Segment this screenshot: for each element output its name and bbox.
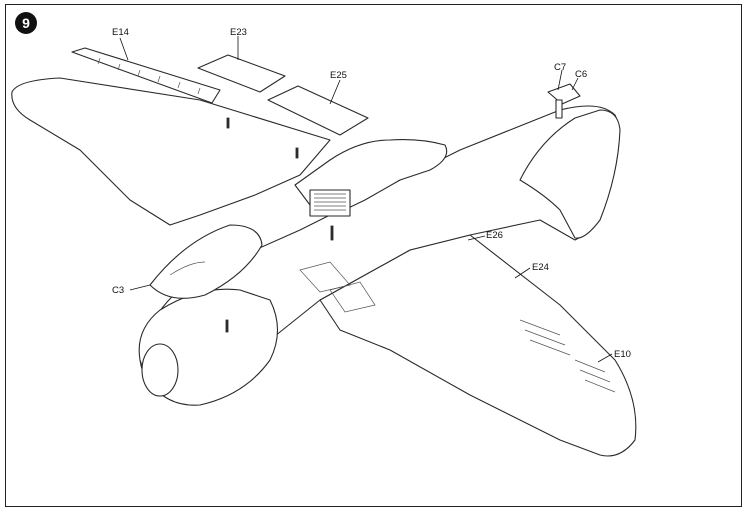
- part-label-c6: C6: [575, 69, 588, 80]
- tail-fin: [519, 109, 621, 239]
- placement-pin-e25: [295, 147, 299, 159]
- aileron-e14-ribs: [97, 57, 201, 95]
- tail-strut-c7: [555, 99, 563, 119]
- leader-e10: [597, 353, 613, 363]
- part-label-c3: C3: [112, 285, 125, 296]
- leader-e24: [514, 267, 531, 279]
- part-label-e25: E25: [330, 70, 347, 81]
- leader-e25: [329, 79, 341, 105]
- page-frame: [5, 4, 742, 507]
- leader-e26: [467, 235, 486, 241]
- part-label-e10: E10: [614, 349, 631, 360]
- placement-pin-cowling: [225, 319, 229, 333]
- placement-pin-e23: [226, 117, 230, 129]
- placement-pin-radiator: [330, 225, 334, 241]
- aileron-e14: [71, 47, 221, 104]
- part-label-e23: E23: [230, 27, 247, 38]
- part-label-e14: E14: [112, 27, 129, 38]
- leader-c3: [129, 284, 151, 291]
- leader-c7: [557, 69, 563, 91]
- wing-panel-e24: [519, 319, 571, 356]
- c3-inner-shape: [169, 261, 206, 276]
- leader-c6: [571, 77, 579, 91]
- radiator-grille: [314, 193, 346, 211]
- tail-wheel-c6: [547, 83, 581, 105]
- cowling-panel-c3: [149, 224, 263, 299]
- nose-opening: [141, 343, 179, 397]
- part-label-e26: E26: [486, 230, 503, 241]
- gear-bay-right: [329, 281, 376, 313]
- right-wing: [319, 234, 637, 457]
- flap-e25: [267, 85, 369, 136]
- part-label-e24: E24: [532, 262, 549, 273]
- left-wing: [11, 77, 331, 226]
- part-label-c7: C7: [554, 62, 567, 73]
- step-number-badge: 9: [15, 12, 37, 34]
- leader-e14: [119, 37, 129, 61]
- wing-panel-e10: [574, 359, 616, 393]
- flap-e23: [197, 54, 286, 93]
